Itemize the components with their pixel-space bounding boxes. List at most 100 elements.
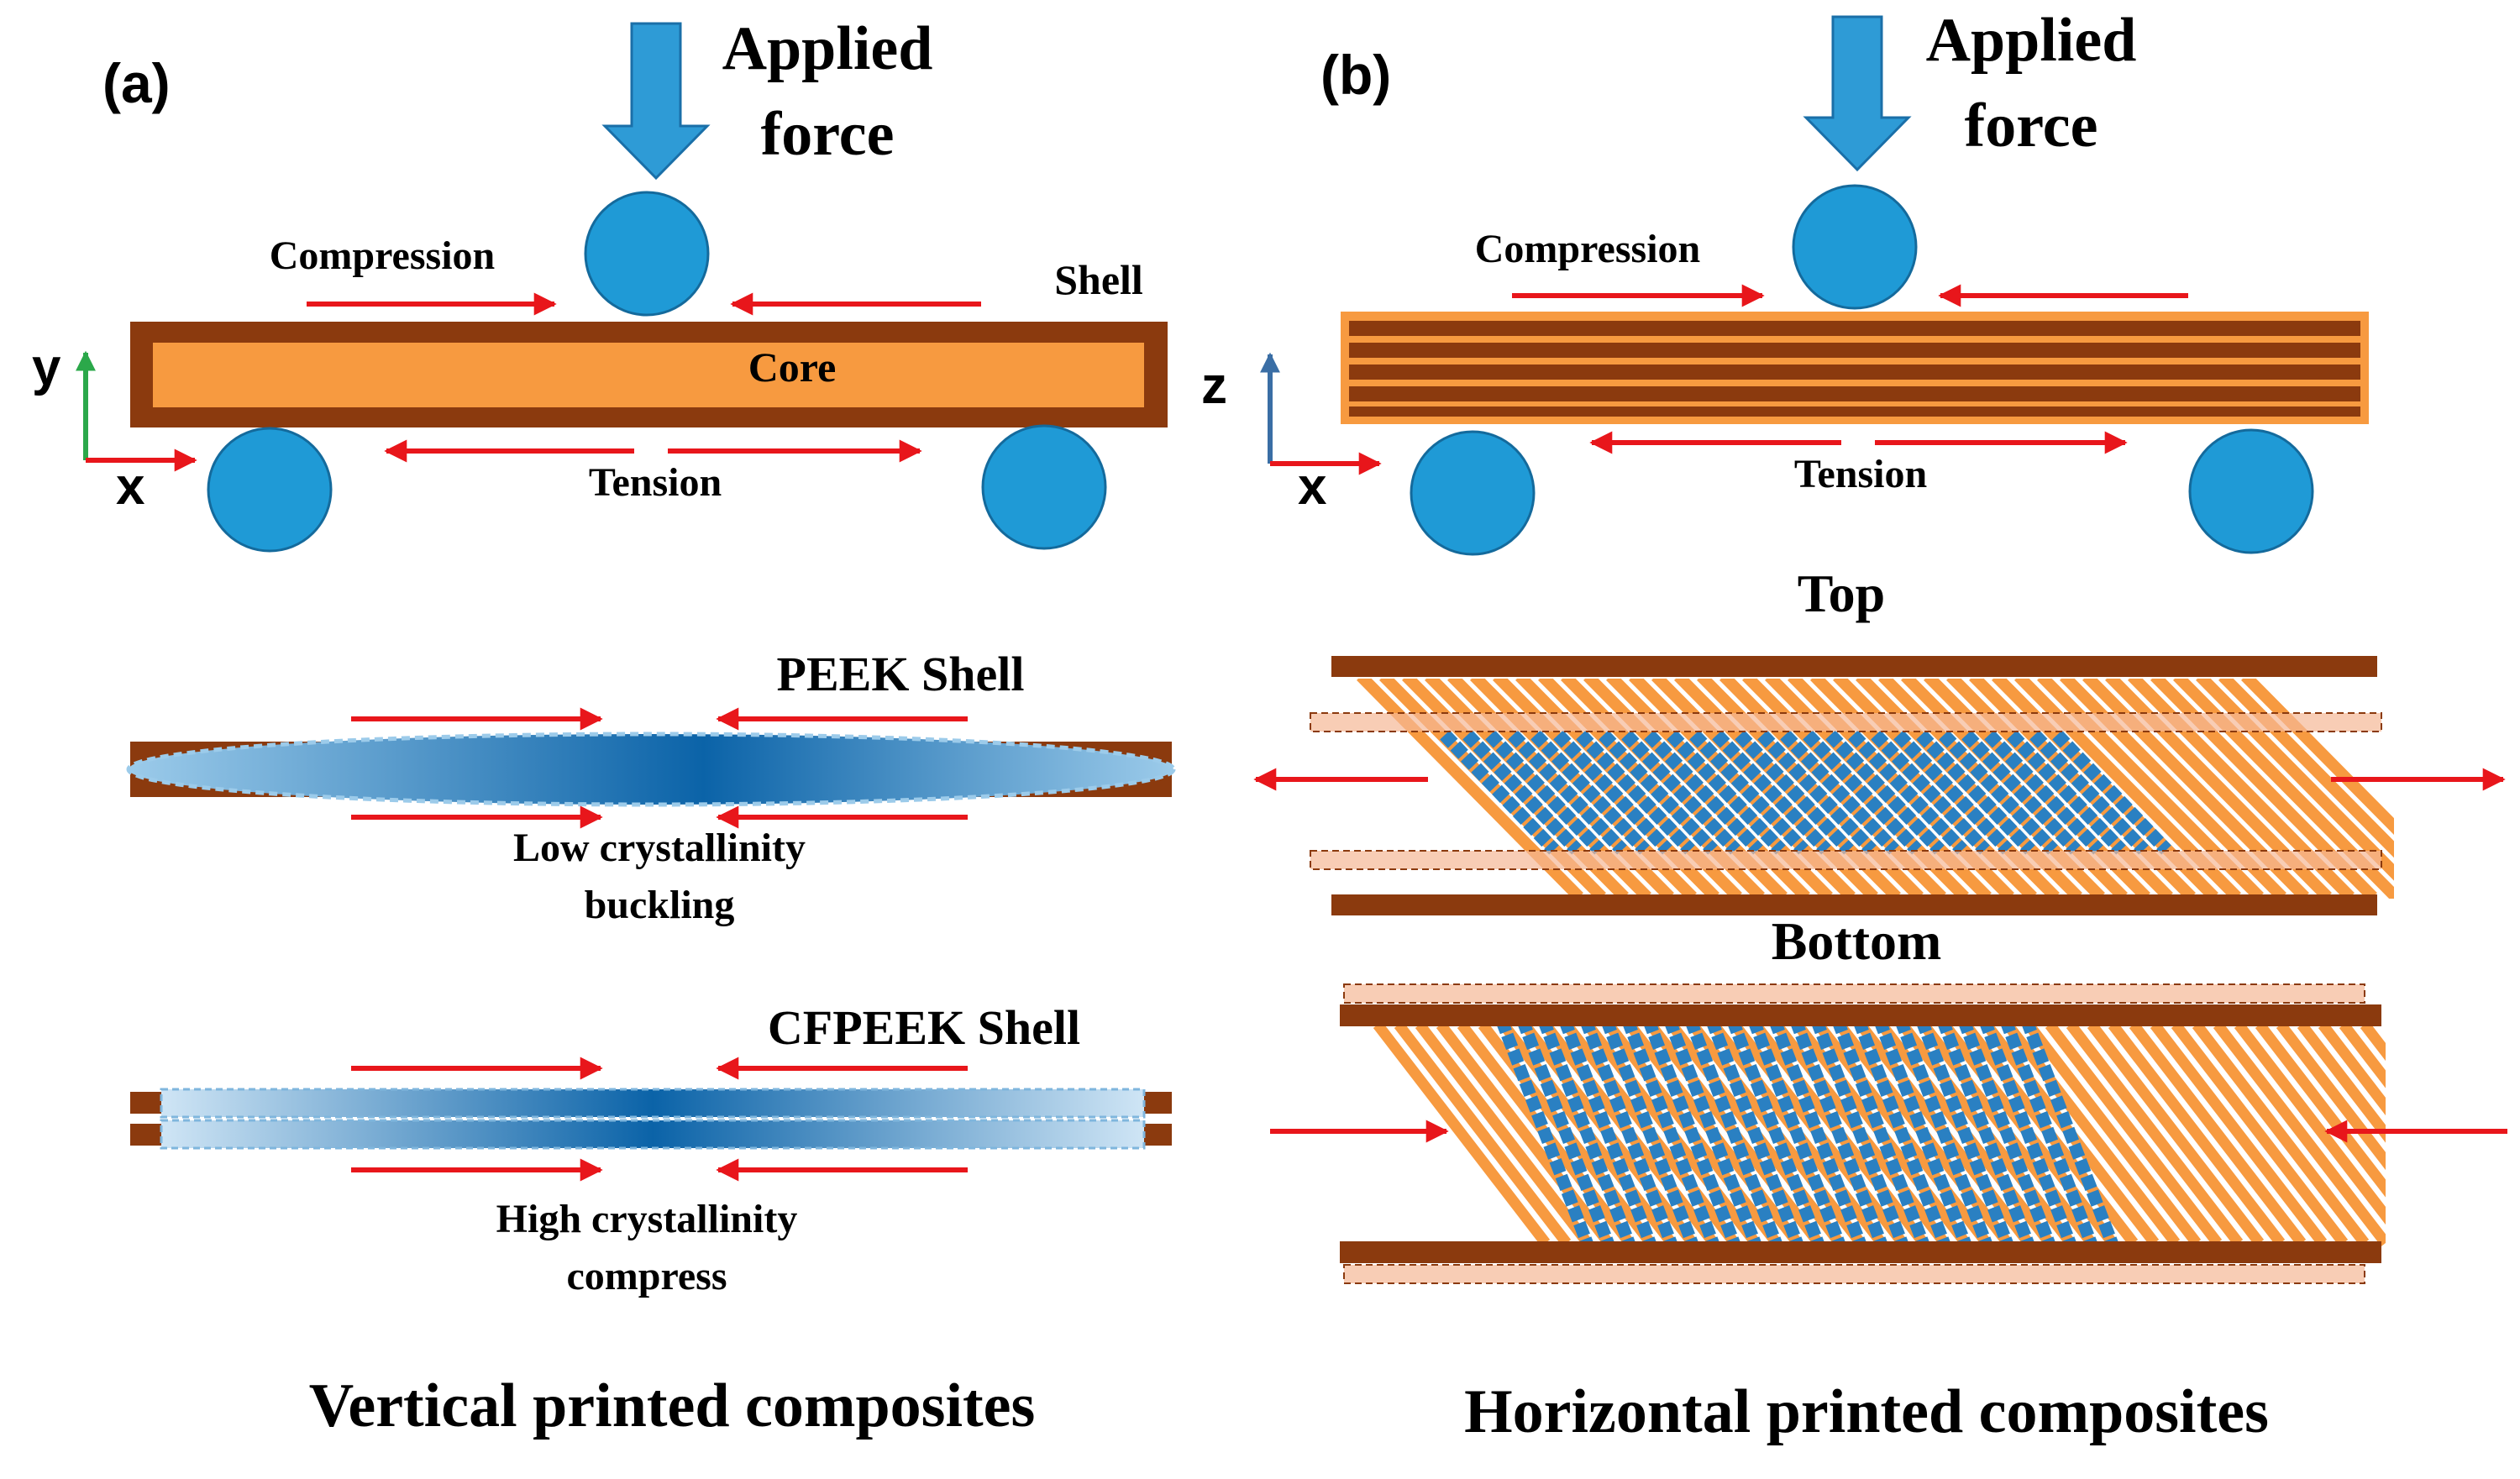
bottom-blue-fiber [1724,1016,1829,1251]
bottom-blue-fiber [1829,1016,1934,1251]
bottom-orange-fiber [1415,1021,1593,1246]
compress-label: compress [566,1254,727,1298]
bottom-orange-fiber [2150,1021,2328,1246]
top-blue-fiber [1667,730,1786,855]
bottom-blue-fiber [1535,1016,1640,1251]
top-blue-fiber [1916,730,2035,855]
bottom-shell-upper [1340,1004,2381,1026]
bottom-blue-fibers [1493,1016,2123,1251]
bottom-blue-fiber [1619,1016,1724,1251]
top-blue-fiber [1440,730,1559,855]
bottom-blue-fiber [1640,1016,1745,1251]
loading-roller [1792,184,1918,310]
beam-layer-4 [1349,386,2360,401]
top-faint-layer-upper [1310,712,2382,732]
top-blue-fiber [2052,730,2171,855]
top-blue-fiber [1508,730,1627,855]
panel-a-label: (a) [102,52,171,114]
bottom-blue-fiber [1808,1016,1913,1251]
beam-layer-3 [1349,365,2360,380]
axis-x-label: x [116,458,145,516]
core-label: Core [748,344,837,391]
bottom-blue-fiber [1577,1016,1682,1251]
support-roller-right [981,424,1107,550]
top-blue-fiber [1848,730,1967,855]
axis-y-label: y [32,338,61,396]
bottom-orange-fiber [2066,1021,2244,1246]
force-label-line1: Applied [1926,6,2137,75]
bottom-orange-fiber [2318,1021,2386,1116]
bottom-blue-fiber [1493,1016,1598,1251]
bottom-orange-fiber [2297,1021,2386,1143]
beam-layer-2 [1349,343,2360,358]
top-blue-fiber [1871,730,1990,855]
top-blue-fiber [1576,730,1695,855]
force-label-line1: Applied [722,14,933,83]
compression-label: Compression [1475,227,1700,271]
bottom-blue-fiber [1556,1016,1661,1251]
bottom-orange-fiber [1373,1021,1551,1246]
bottom-blue-fiber [1514,1016,1619,1251]
support-roller-left [1410,430,1536,556]
top-faint-layer-lower [1310,850,2382,870]
bottom-orange-fiber [1436,1021,1614,1246]
bottom-orange-fiber [2234,1021,2386,1225]
cfpeek-shell-label: CFPEEK Shell [768,1000,1080,1055]
bottom-blue-fiber [1913,1016,2018,1251]
axis-x-label: x [1298,458,1327,516]
cfpeek-compressed-layer-top [160,1088,1146,1119]
bottom-blue-fiber [2018,1016,2123,1251]
bottom-orange-fiber [2339,1021,2386,1088]
support-roller-right [2188,428,2314,554]
top-blue-fibers [1440,730,2171,855]
top-blue-fiber [1553,730,1672,855]
bottom-shell-lower [1340,1241,2381,1263]
bottom-blue-fiber [1850,1016,1955,1251]
top-label: Top [1798,564,1885,623]
tension-label: Tension [1794,452,1927,496]
bottom-blue-fiber [1766,1016,1871,1251]
top-orange-fiber [2196,679,2394,881]
bottom-blue-fiber [1661,1016,1766,1251]
bottom-blue-fiber [1598,1016,1703,1251]
panel-b: (b) Applied force Compression z x Tensio… [1201,6,2507,1446]
panel-a-caption: Vertical printed composites [309,1371,1036,1440]
top-blue-fiber [1621,730,1740,855]
panel-b-caption: Horizontal printed composites [1464,1377,2269,1446]
bottom-faint-layer-lower [1343,1264,2365,1284]
applied-force-arrow [601,22,711,181]
bottom-blue-fiber [1871,1016,1976,1251]
top-blue-fiber [1939,730,2058,855]
bottom-fiber-group [1373,1016,2386,1251]
top-blue-fiber [1803,730,1922,855]
bottom-label: Bottom [1772,911,1942,971]
peek-shell-label: PEEK Shell [777,647,1025,701]
axis-z-label: z [1201,357,1227,415]
bottom-blue-fiber [1955,1016,2060,1251]
compression-label: Compression [270,233,495,278]
top-blue-fiber [1530,730,1650,855]
high-crystallinity-label: High crystallinity [496,1197,798,1241]
beam-layer-5 [1349,406,2360,417]
bottom-faint-layer-upper [1343,983,2365,1004]
bottom-blue-fiber [1703,1016,1808,1251]
bottom-blue-fiber [1787,1016,1892,1251]
bottom-orange-fiber [2024,1021,2202,1246]
top-blue-fiber [1780,730,1899,855]
buckling-label: buckling [585,883,735,927]
force-label-line2: force [761,100,895,169]
panel-a: (a) Applied force Compression Shell Core… [32,14,1176,1440]
low-crystallinity-label: Low crystallinity [513,826,806,870]
bottom-blue-fiber [1745,1016,1850,1251]
bottom-blue-fiber [1934,1016,2039,1251]
force-label-line2: force [1965,92,2098,160]
cfpeek-compressed-layer-bottom [160,1119,1146,1150]
top-blue-fiber [1599,730,1718,855]
applied-force-arrow [1803,15,1912,172]
top-blue-fiber [2029,730,2149,855]
top-orange-fiber [2241,679,2394,835]
top-blue-fiber [1825,730,1945,855]
bottom-blue-fiber [1976,1016,2081,1251]
bottom-orange-fiber [2045,1021,2223,1246]
